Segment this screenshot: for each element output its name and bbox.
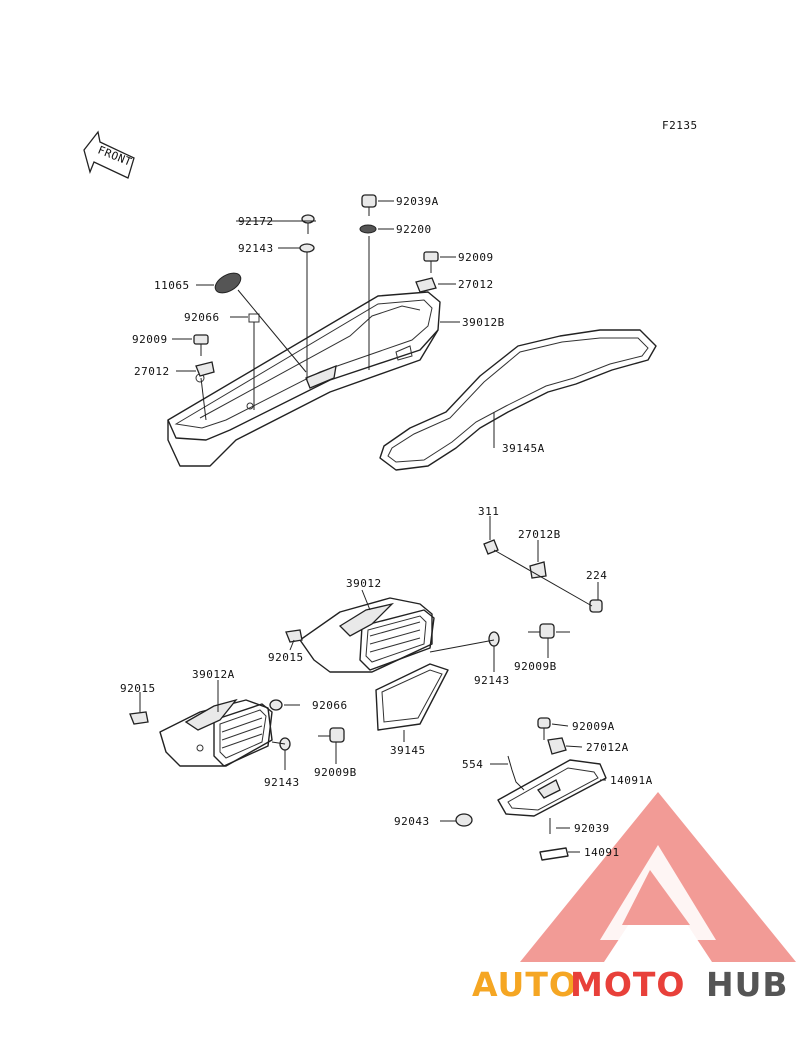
label-92039: 92039 [574,822,610,835]
cover-39012-drawing [285,597,435,673]
label-27012-left: 27012 [134,365,170,378]
label-39012A: 39012A [192,668,235,681]
label-92009B-middle: 92009B [514,660,557,673]
label-311: 311 [478,505,499,518]
label-92066-upper: 92066 [184,311,220,324]
label-92143-upper: 92143 [238,242,274,255]
label-39145A: 39145A [502,442,545,455]
label-92009B-lower: 92009B [314,766,357,779]
label-92009A: 92009A [572,720,615,733]
label-27012-right: 27012 [458,278,494,291]
label-92009-left: 92009 [132,333,168,346]
label-92143-lower: 92143 [264,776,300,789]
label-92200: 92200 [396,223,432,236]
label-39012B: 39012B [462,316,505,329]
label-92172: 92172 [238,215,274,228]
gasket-39145A-drawing [379,329,657,471]
label-14091: 14091 [584,846,620,859]
label-92039A: 92039A [396,195,439,208]
lower-leader-lines [440,723,606,853]
label-27012B: 27012B [518,528,561,541]
watermark-logo [520,792,796,962]
label-92009-right: 92009 [458,251,494,264]
label-554: 554 [462,758,483,771]
filter-39145-drawing [375,663,449,731]
label-92015-left: 92015 [120,682,156,695]
label-224: 224 [586,569,607,582]
middle-leader-lines [139,516,599,770]
label-39012: 39012 [346,577,382,590]
watermark-moto: MOTO [570,965,685,1004]
watermark-auto: AUTO [472,965,578,1004]
label-14091A: 14091A [610,774,653,787]
cover-39012B-drawing [167,291,441,467]
label-39145: 39145 [390,744,426,757]
part-number-labels: 92039A 92200 92172 92143 92009 27012 110… [120,195,653,859]
label-92043: 92043 [394,815,430,828]
figure-code: F2135 [662,119,698,132]
watermark-text: AUTO MOTO HUB [472,965,789,1004]
bracket-14091A-drawing [455,717,607,861]
label-11065: 11065 [154,279,190,292]
watermark-hub: HUB [706,965,789,1004]
label-27012A: 27012A [586,741,629,754]
middle-small-parts [269,539,603,751]
label-92015-middle: 92015 [268,651,304,664]
cover-39012A-drawing [129,698,273,767]
front-arrow-icon: FRONT [83,130,135,179]
upper-leader-lines [172,200,495,448]
label-92066-lower: 92066 [312,699,348,712]
label-92143-middle: 92143 [474,674,510,687]
